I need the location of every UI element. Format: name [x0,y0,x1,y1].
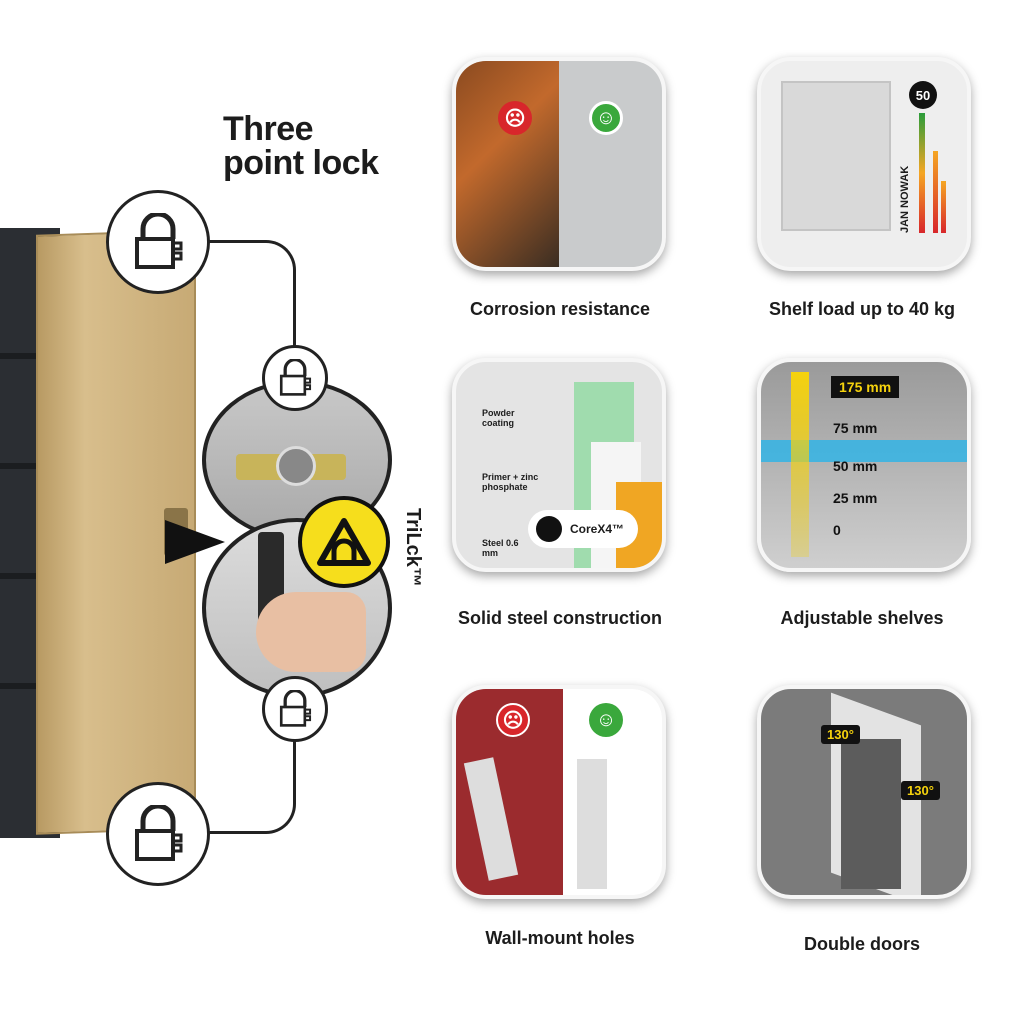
angle-label: 130° [901,781,940,800]
feature-label: Shelf load up to 40 kg [768,299,956,319]
tile-double-doors: 130° 130° [757,685,971,899]
tile-corrosion: ☹ ☺ [452,57,666,271]
happy-face-icon: ☺ [589,703,624,737]
sad-face-icon: ☹ [496,703,530,737]
title-line2: point lock [223,144,379,182]
tile-shelf-load: 50 JAN NOWAK [757,57,971,271]
happy-face-icon: ☺ [589,101,623,135]
brand-label: JAN NOWAK [899,165,911,233]
trilock-logo-icon [298,496,390,588]
feature-label: Adjustable shelves [780,608,944,628]
feature-label: Corrosion resistance [469,299,651,319]
height-label: 175 mm [831,376,900,398]
core-icon [536,516,562,542]
layer-label: Powder coating [482,408,515,428]
sad-face-icon: ☹ [498,101,532,135]
layer-label: Steel 0.6 mm [482,538,519,558]
tile-wall-mount: ☹ ☺ [452,685,666,899]
layer-label: Primer + zinc phosphate [482,472,539,492]
padlock-icon [106,190,210,294]
connector-line [160,240,296,360]
core-badge: CoreX4™ [528,510,639,548]
pointer [165,520,225,564]
height-label: 50 mm [833,458,878,474]
max-load-badge: 50 [909,81,937,109]
height-label: 25 mm [833,490,878,506]
bottom-lock-photo [202,518,392,698]
padlock-icon [262,345,328,411]
tile-steel: Powder coating Primer + zinc phosphate S… [452,358,666,572]
height-label: 0 [833,522,841,538]
connector-line [160,720,296,834]
padlock-icon [106,782,210,886]
angle-label: 130° [821,725,860,744]
feature-label: Solid steel construction [457,608,663,628]
feature-label: Wall-mount holes [485,928,635,948]
padlock-icon [262,676,328,742]
tile-adjustable-shelves: 175 mm 75 mm 50 mm 25 mm 0 [757,358,971,572]
trilock-label: TriLck™ [402,508,424,587]
feature-label: Double doors [804,934,920,954]
title-line1: Three [223,110,314,148]
height-label: 75 mm [833,420,878,436]
